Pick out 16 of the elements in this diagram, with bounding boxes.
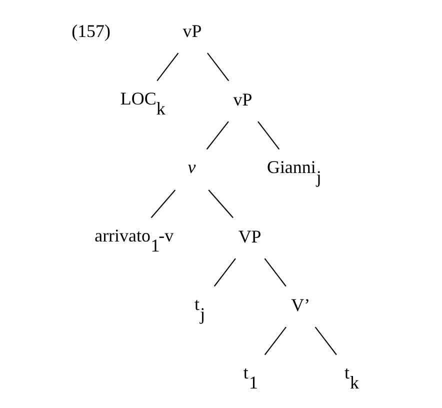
connector — [257, 121, 280, 150]
node-text: v — [187, 156, 196, 177]
node-text: vP — [232, 90, 252, 110]
connector — [208, 190, 233, 218]
node-text: V’ — [290, 295, 310, 316]
connector — [156, 52, 178, 82]
connector — [314, 326, 336, 356]
connector — [150, 190, 176, 218]
connector — [264, 326, 286, 356]
connector — [206, 52, 229, 82]
connector — [264, 258, 286, 287]
connector — [206, 121, 228, 150]
node-text: vP — [182, 21, 202, 42]
label: (157) — [71, 21, 110, 42]
connector — [213, 258, 236, 287]
node-text: VP — [238, 226, 261, 247]
